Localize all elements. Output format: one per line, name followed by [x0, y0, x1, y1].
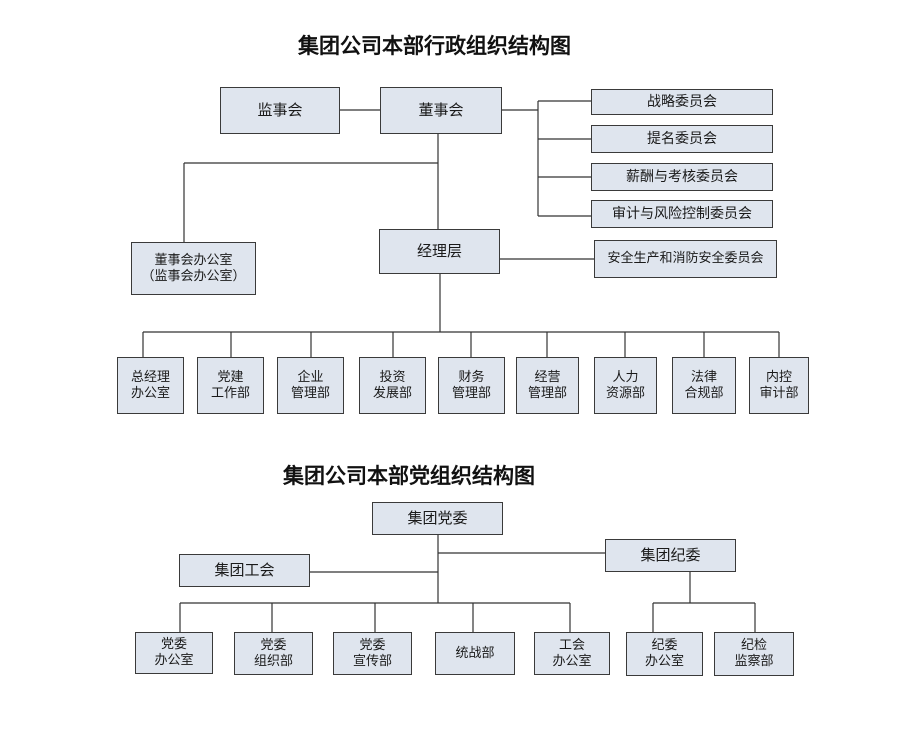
- dept-box-party-building: 党建 工作部: [197, 357, 264, 414]
- strategy-committee-box: 战略委员会: [591, 89, 773, 115]
- supervisory-board-box: 监事会: [220, 87, 340, 134]
- audit-risk-committee-box: 审计与风险控制委员会: [591, 200, 773, 228]
- party-committee-box: 集团党委: [372, 502, 503, 535]
- discipline-committee-box: 集团纪委: [605, 539, 736, 572]
- dept-box-operations: 经营 管理部: [516, 357, 579, 414]
- dept-box-hr: 人力 资源部: [594, 357, 657, 414]
- party-dept-box-publicity: 党委 宣传部: [333, 632, 412, 675]
- safety-committee-box: 安全生产和消防安全委员会: [594, 240, 777, 278]
- dept-box-enterprise-mgmt: 企业 管理部: [277, 357, 344, 414]
- compensation-committee-box: 薪酬与考核委员会: [591, 163, 773, 191]
- nomination-committee-box: 提名委员会: [591, 125, 773, 153]
- party-dept-box-united-front: 统战部: [435, 632, 515, 675]
- dept-box-finance: 财务 管理部: [438, 357, 505, 414]
- party-dept-box-union-office: 工会 办公室: [534, 632, 610, 675]
- discipline-dept-box-office: 纪委 办公室: [626, 632, 703, 676]
- dept-box-gm-office: 总经理 办公室: [117, 357, 184, 414]
- party-chart-title: 集团公司本部党组织结构图: [283, 464, 535, 488]
- discipline-dept-box-supervision: 纪检 监察部: [714, 632, 794, 676]
- dept-box-investment: 投资 发展部: [359, 357, 426, 414]
- trade-union-box: 集团工会: [179, 554, 310, 587]
- board-office-box: 董事会办公室 （监事会办公室）: [131, 242, 256, 295]
- party-dept-box-organization: 党委 组织部: [234, 632, 313, 675]
- dept-box-audit: 内控 审计部: [749, 357, 809, 414]
- party-dept-box-office: 党委 办公室: [135, 632, 213, 674]
- board-of-directors-box: 董事会: [380, 87, 502, 134]
- management-box: 经理层: [379, 229, 500, 274]
- admin-chart-title: 集团公司本部行政组织结构图: [298, 34, 571, 58]
- dept-box-legal: 法律 合规部: [672, 357, 736, 414]
